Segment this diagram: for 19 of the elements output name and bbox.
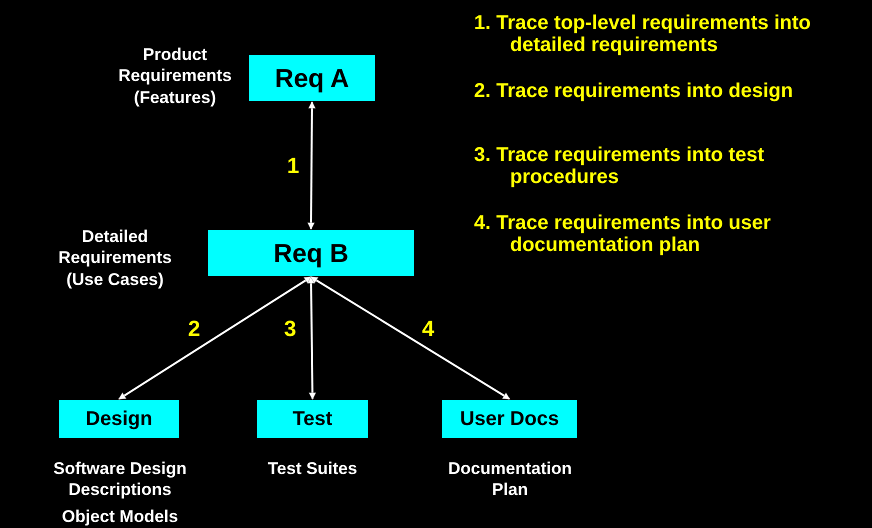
arrow: [307, 101, 316, 230]
node-caption: Documentation Plan: [447, 458, 573, 500]
node-caption: Product Requirements (Features): [117, 44, 233, 108]
arrow: [310, 276, 510, 400]
arrow: [118, 276, 312, 400]
node-caption: Software Design Descriptions: [52, 458, 188, 500]
note-text: 2. Trace requirements into design: [474, 80, 794, 102]
node-caption: Object Models: [60, 506, 180, 528]
requirement-box: Test: [257, 400, 368, 438]
arrow: [307, 276, 316, 400]
note-text: 1. Trace top-level requirements into detailed requirements: [474, 12, 812, 56]
requirement-box: Req B: [208, 230, 414, 276]
note-text: 4. Trace requirements into user documentation plan: [474, 212, 772, 256]
requirement-box: Design: [59, 400, 179, 438]
requirement-box: User Docs: [442, 400, 577, 438]
node-caption: Test Suites: [266, 458, 358, 480]
requirement-box: Req A: [249, 55, 375, 101]
node-caption: Detailed Requirements (Use Cases): [57, 226, 173, 290]
note-text: 3. Trace requirements into test procedures: [474, 144, 766, 188]
